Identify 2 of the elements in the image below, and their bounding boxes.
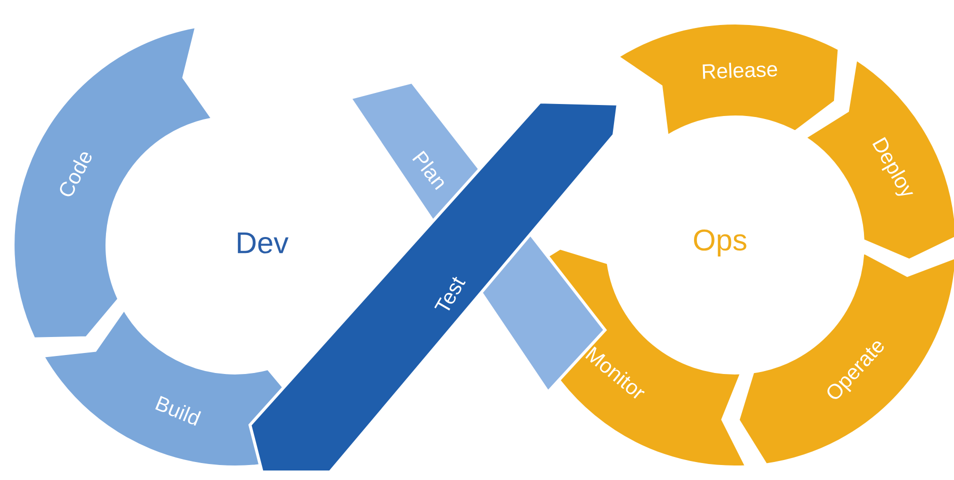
arrow-segment: Release	[616, 22, 841, 138]
arrow-segment: Code	[12, 24, 214, 340]
